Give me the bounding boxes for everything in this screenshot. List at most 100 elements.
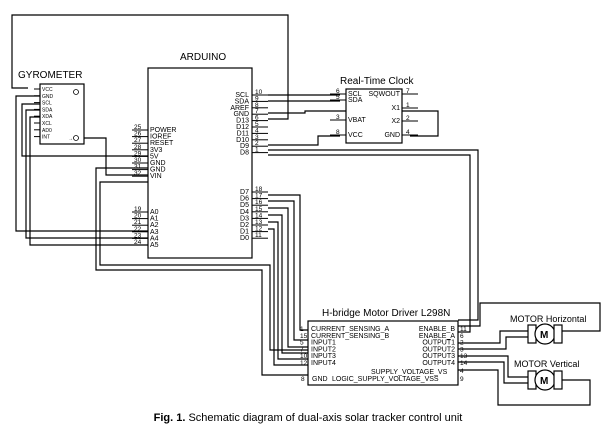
arduino-pin-label: D9	[240, 143, 249, 150]
hbridge-pin-num: 1	[300, 326, 304, 333]
hbridge-pin-num: 12	[300, 360, 308, 367]
gyrometer-title: GYROMETER	[18, 70, 82, 81]
hbridge-pin-num: 2	[460, 340, 464, 347]
rtc-title: Real-Time Clock	[340, 76, 415, 87]
hbridge-pin-label: ENABLE_A	[419, 333, 456, 340]
gyro-pin-label: XCL	[42, 121, 52, 127]
hbridge-supply-label: SUPPLY_VOLTAGE_VS	[371, 369, 448, 376]
rtc-pin-num: 8	[336, 129, 340, 136]
rtc-pin-label: X2	[391, 118, 400, 125]
hbridge-pin-label: OUTPUT1	[422, 340, 455, 347]
arduino-pin-label: A1	[150, 216, 159, 223]
arduino-pin-num: 31	[134, 164, 142, 171]
arduino-pin-label: D1	[240, 229, 249, 236]
hbridge-pin-label: OUTPUT4	[422, 360, 455, 367]
arduino-pin-label: D7	[240, 189, 249, 196]
hbridge-pin-num: 11	[460, 326, 467, 333]
wires	[11, 14, 601, 406]
hbridge-logic-supply-label: LOGIC_SUPPLY_VOLTAGE_VSS	[332, 376, 439, 383]
rtc-pin-num: 4	[406, 129, 410, 136]
gyro-pin-label: VCC	[42, 87, 53, 93]
rtc-pin-label: VCC	[348, 132, 363, 139]
arduino-pin-label: D8	[240, 150, 249, 157]
arduino-pin-num: 29	[134, 150, 142, 157]
arduino-pin-num: 13	[255, 219, 263, 226]
arduino-pin-label: SDA	[235, 98, 250, 105]
arduino-pin-num: 7	[255, 108, 259, 115]
motor-vertical-title: MOTOR Vertical	[514, 359, 579, 369]
rtc-pin-num: 6	[336, 88, 340, 95]
arduino-pin-num: 18	[255, 186, 263, 193]
arduino-pin-num: 25	[134, 124, 142, 131]
arduino-pin-num: 15	[255, 206, 263, 213]
rtc-pin-num: 2	[406, 115, 410, 122]
motor-vertical: MOTOR Vertical M	[514, 359, 579, 391]
hbridge-pin-label: INPUT3	[311, 353, 336, 360]
arduino-pin-label: D11	[237, 130, 249, 137]
hbridge-pin-num: 6	[460, 333, 464, 340]
arduino-pin-label: D5	[240, 202, 249, 209]
arduino-pin-label: SCL	[235, 92, 249, 99]
rtc-pin-num: 5	[336, 94, 340, 101]
gyro-arrow-icon: →	[68, 136, 73, 142]
arduino-pin-num: 30	[134, 157, 142, 164]
arduino-pin-num: 28	[134, 144, 142, 151]
hbridge-pin-label: INPUT4	[311, 360, 336, 367]
gyro-pin-label: INT	[42, 135, 50, 141]
arduino-pin-num: 6	[255, 115, 259, 122]
arduino-pin-label: D10	[236, 137, 249, 144]
arduino-pin-num: 8	[255, 102, 259, 109]
arduino-pin-num: 24	[134, 239, 142, 246]
arduino-pin-num: 1	[255, 147, 259, 154]
arduino-pin-num: 32	[134, 170, 142, 177]
rtc-pin-label: GND	[384, 132, 400, 139]
hbridge-pin-label: CURRENT_SENSING_B	[311, 333, 390, 340]
rtc-pin-label: SQWOUT	[369, 91, 401, 98]
arduino-pin-num: 9	[255, 95, 259, 102]
arduino-pin-label: 3V3	[150, 147, 163, 154]
hbridge-pin-num: 7	[300, 346, 304, 353]
hbridge-motor-driver: H-bridge Motor Driver L298N CURRENT_SENS…	[300, 308, 468, 386]
hbridge-logic-num: 9	[460, 376, 464, 383]
arduino-pin-num: 5	[255, 121, 259, 128]
arduino-pin-num: 27	[134, 137, 142, 144]
arduino-pin-num: 26	[134, 131, 142, 138]
hbridge-pin-label: INPUT2	[311, 346, 336, 353]
arduino-pin-label: D12	[236, 124, 249, 131]
arduino-pin-label: IOREF	[150, 134, 171, 141]
arduino-pin-num: 11	[255, 232, 262, 239]
arduino-pin-label: A3	[150, 229, 159, 236]
hbridge-pin-num: 10	[300, 353, 308, 360]
arduino-pin-label: A4	[150, 235, 159, 242]
arduino-pin-label: A5	[150, 242, 159, 249]
arduino-pin-num: 22	[134, 226, 142, 233]
arduino-pin-label: GND	[150, 160, 166, 167]
hbridge-title: H-bridge Motor Driver L298N	[322, 308, 450, 319]
arduino-pin-label: 5V	[150, 153, 159, 160]
hbridge-pin-label: OUTPUT2	[422, 346, 455, 353]
rtc-pin-label: X1	[391, 105, 400, 112]
arduino-pin-label: AREF	[230, 105, 249, 112]
motor-horizontal: MOTOR Horizontal M	[510, 314, 586, 345]
arduino-pin-num: 14	[255, 212, 263, 219]
caption-text: Schematic diagram of dual-axis solar tra…	[185, 412, 463, 424]
arduino-pin-num: 4	[255, 127, 259, 134]
caption-prefix: Fig. 1.	[153, 412, 186, 424]
rtc-pin-label: SCL	[348, 91, 362, 98]
hbridge-pin-num: 3	[460, 346, 464, 353]
hbridge-pin-num: 15	[300, 333, 308, 340]
hbridge-pin-num: 14	[460, 360, 468, 367]
motor-horizontal-title: MOTOR Horizontal	[510, 314, 586, 324]
hbridge-pin-label: INPUT1	[311, 340, 336, 347]
hbridge-supply-num: 4	[460, 368, 464, 375]
arduino-pin-num: 16	[255, 199, 263, 206]
arduino-pin-label: D6	[240, 196, 249, 203]
arduino-pin-num: 2	[255, 140, 259, 147]
motor-horizontal-symbol: M	[540, 330, 548, 341]
arduino-pin-label: RESET	[150, 140, 174, 147]
gyro-pin-label: XDA	[42, 114, 53, 120]
gyro-pin-label: GND	[42, 94, 54, 100]
arduino-pin-label: D4	[240, 209, 249, 216]
